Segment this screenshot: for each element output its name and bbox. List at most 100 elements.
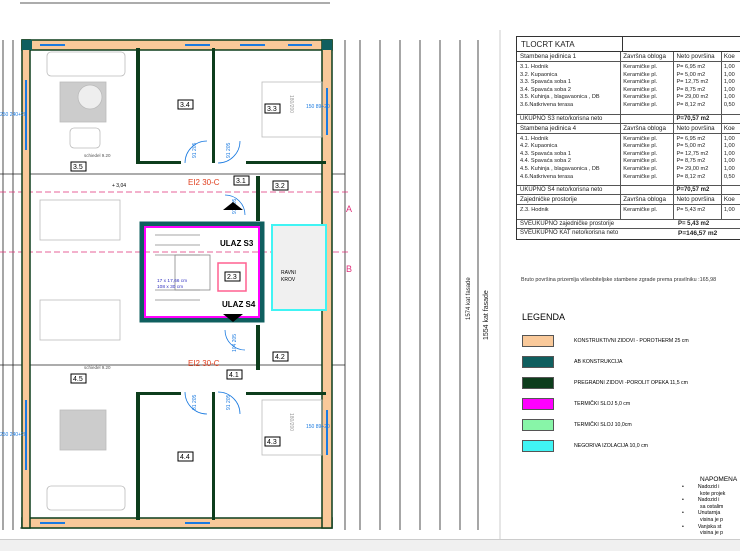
room-area: P= 5,00 m2	[676, 143, 706, 150]
room-area: P= 8,12 m2	[676, 101, 706, 108]
room-label-3-1: 3.1	[233, 175, 250, 186]
note-line: kote projek	[700, 490, 726, 497]
legend-item: TERMIČKI SLOJ 5,0 cm	[522, 393, 694, 414]
legend-label: NEGORIVA IZOLACIJA 10,0 cm	[574, 442, 648, 449]
room-finish: Keramičke pl.	[623, 101, 658, 108]
svg-text:250 240+20: 250 240+20	[0, 112, 27, 118]
svg-text:2.3: 2.3	[227, 274, 237, 281]
room-coef: 1,00	[723, 71, 735, 78]
room-name: 4.4. Spavaća soba 2	[520, 158, 572, 165]
room-label-4-2: 4.2	[272, 351, 289, 362]
common-total-label: SVEUKUPNO zajedničke prostorije	[520, 220, 615, 227]
svg-text:91 205: 91 205	[226, 394, 232, 410]
svg-text:3.2: 3.2	[275, 183, 285, 190]
legend-label: AB KONSTRUKCIJA	[574, 358, 623, 365]
fire-door-label: EI2 30-C	[188, 359, 220, 368]
level-mark: + 3,04	[112, 183, 126, 189]
legend-label: TERMIČKI SLOJ 5,0 cm	[574, 400, 631, 407]
svg-text:91 205: 91 205	[192, 142, 198, 158]
note-line: Nadozid i	[698, 484, 737, 491]
room-area: P= 12,75 m2	[676, 150, 709, 157]
unit-4-total-label: UKUPNO S4 neto/korisna neto	[517, 186, 622, 195]
room-finish: Keramičke pl.	[623, 86, 658, 93]
floor-plan: A B 1554 kat fasade 1574 kat fasade	[0, 2, 501, 540]
bruto-note: Bruto površina prizemlja višeobiteljske …	[521, 277, 717, 283]
room-area: P= 5,43 m2	[676, 207, 706, 214]
svg-text:150 89+20: 150 89+20	[306, 424, 330, 430]
bottom-bar	[0, 539, 740, 551]
chimney-label: schiedel 9.20	[84, 153, 111, 158]
room-finish: Keramičke pl.	[623, 94, 658, 101]
legend-label: TERMIČKI SLOJ 10,0cm	[574, 421, 632, 428]
room-finish: Keramičke pl.	[623, 143, 658, 150]
legend-title: LEGENDA	[522, 312, 566, 322]
stair-info: 108 x 30 cm	[157, 284, 183, 290]
room-name: 4.5. Kuhinja , blagavaonica , DB	[520, 165, 600, 172]
svg-text:104 205: 104 205	[232, 334, 238, 352]
room-label-3-4: 3.4	[177, 99, 194, 110]
svg-text:250 240+20: 250 240+20	[0, 432, 27, 438]
dimension-lines	[0, 2, 479, 530]
room-area: P= 6,95 m2	[676, 64, 706, 70]
col-header: Neto površina	[674, 123, 722, 133]
room-finish: Keramičke pl.	[623, 135, 658, 142]
svg-text:3.1: 3.1	[236, 178, 246, 185]
legend-label: PREGRADNI ZIDOVI -POROLIT OPEKA 11,5 cm	[574, 379, 688, 386]
room-name: 3.5. Kuhinja , blagavaonica , DB	[520, 94, 600, 101]
room-coef: 1,00	[723, 158, 735, 165]
room-finish: Keramičke pl.	[623, 158, 658, 165]
legend-item: PREGRADNI ZIDOVI -POROLIT OPEKA 11,5 cm	[522, 372, 694, 393]
room-label-3-2: 3.2	[272, 180, 289, 191]
room-finish: Keramičke pl.	[623, 165, 658, 172]
flat-roof-label: RAVNI	[281, 270, 296, 276]
room-coef: 1,00	[723, 135, 735, 142]
svg-text:81 205: 81 205	[192, 394, 198, 410]
svg-text:91 205: 91 205	[226, 142, 232, 158]
note-line: Unutarnja	[698, 510, 737, 517]
room-name: 4.3. Spavaća soba 1	[520, 150, 572, 157]
legend-swatch	[522, 376, 554, 389]
room-area: P= 8,12 m2	[676, 173, 706, 180]
svg-text:4.4: 4.4	[180, 454, 190, 461]
room-area: P= 5,00 m2	[676, 71, 706, 78]
entrance-markers: ULAZ S3 ULAZ S4	[220, 202, 256, 322]
unit-4-header: Stambena jedinica 4	[517, 123, 622, 133]
room-name: 3.2. Kupaonica	[520, 71, 558, 78]
col-header: Završna obloga	[621, 52, 675, 61]
legend-swatch	[522, 355, 554, 368]
room-label-2-3: 2.3	[224, 271, 241, 282]
unit-4-total: P=70,57 m2	[674, 186, 722, 195]
door-dimensions: 91 205 91 205 91 205 104 205 81 205 91 2…	[0, 104, 330, 438]
col-header: Koe	[723, 124, 735, 132]
unit-1-total-label: UKUPNO S3 neto/korisna neto	[517, 114, 622, 123]
legend-swatch	[522, 334, 554, 347]
room-label-4-4: 4.4	[177, 451, 194, 462]
legend-item: AB KONSTRUKCIJA	[522, 351, 694, 372]
svg-text:ULAZ S4: ULAZ S4	[222, 300, 256, 309]
room-finish: Keramičke pl.	[623, 207, 658, 214]
room-coef: 1,00	[723, 150, 735, 157]
room-name: 3.4. Spavaća soba 2	[520, 86, 572, 93]
room-labels: 3.5 3.4 3.3 3.1 3.2 2.3 4.5 4.4 4.3 4.1 …	[70, 99, 289, 462]
col-header: Neto površina	[674, 52, 722, 61]
svg-text:3.3: 3.3	[267, 106, 277, 113]
col-header: Koe	[723, 196, 735, 204]
room-finish: Keramičke pl.	[623, 79, 658, 86]
room-area: P= 29,00 m2	[676, 165, 709, 172]
note-line: visina je p	[700, 530, 724, 537]
section-b-marker: B	[346, 264, 352, 274]
grand-total-label: SVEUKUPNO KAT neto/korisna neto	[520, 229, 619, 236]
room-coef: 1,00	[723, 94, 735, 101]
table-title: TLOCRT KATA	[517, 37, 623, 51]
legend-item: NEGORIVA IZOLACIJA 10,0 cm	[522, 435, 694, 456]
fire-door-label: EI2 30-C	[188, 178, 220, 187]
col-header: Završna obloga	[621, 195, 675, 205]
room-area: P= 29,00 m2	[676, 94, 709, 101]
legend-swatch	[522, 439, 554, 452]
common-total: P= 5,43 m2	[678, 220, 710, 227]
svg-text:4.5: 4.5	[73, 376, 83, 383]
room-name: 3.3. Spavaća soba 1	[520, 79, 572, 86]
